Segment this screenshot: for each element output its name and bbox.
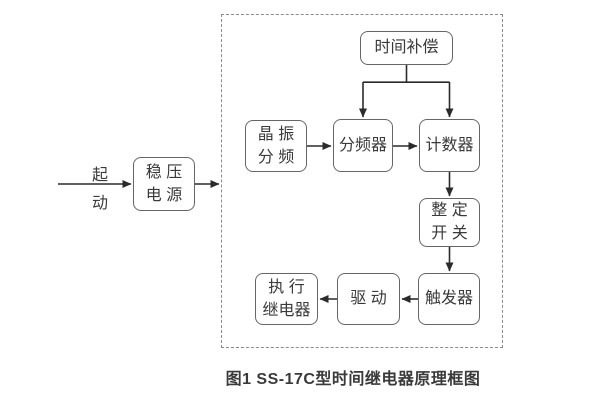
block-setting-switch-line2: 开 关 [431,225,468,242]
start-label-line2: 动 [92,195,109,212]
block-frequency-divider: 分频器 [333,119,393,172]
block-output-relay-line2: 继电器 [262,301,311,319]
figure-caption: 图1 SS-17C型时间继电器原理框图 [225,371,481,388]
block-counter: 计数器 [419,119,480,172]
block-setting-switch: 整 定 开 关 [419,198,480,247]
block-time-compensation-line1: 时间补偿 [374,39,439,56]
dashed-enclosure [221,14,503,348]
block-frequency-divider-line1: 分频器 [338,136,387,154]
block-crystal-divider: 晶 振 分 频 [245,120,307,172]
block-trigger-line1: 触发器 [424,290,473,307]
block-output-relay-line1: 执 行 [268,278,305,296]
block-output-relay: 执 行 继电器 [255,273,318,325]
block-trigger: 触发器 [418,273,480,325]
block-crystal-divider-line1: 晶 振 [257,125,295,143]
block-power-supply-line1: 稳 压 [145,163,183,181]
block-time-compensation: 时间补偿 [360,31,453,65]
block-setting-switch-line1: 整 定 [431,202,468,219]
block-crystal-divider-line2: 分 频 [257,148,295,166]
start-label-line1: 起 [92,167,109,184]
block-counter-line1: 计数器 [425,136,474,154]
block-driver-line1: 驱 动 [350,290,387,307]
block-power-supply: 稳 压 电 源 [133,157,195,211]
block-driver: 驱 动 [337,273,400,325]
block-power-supply-line2: 电 源 [145,186,183,204]
